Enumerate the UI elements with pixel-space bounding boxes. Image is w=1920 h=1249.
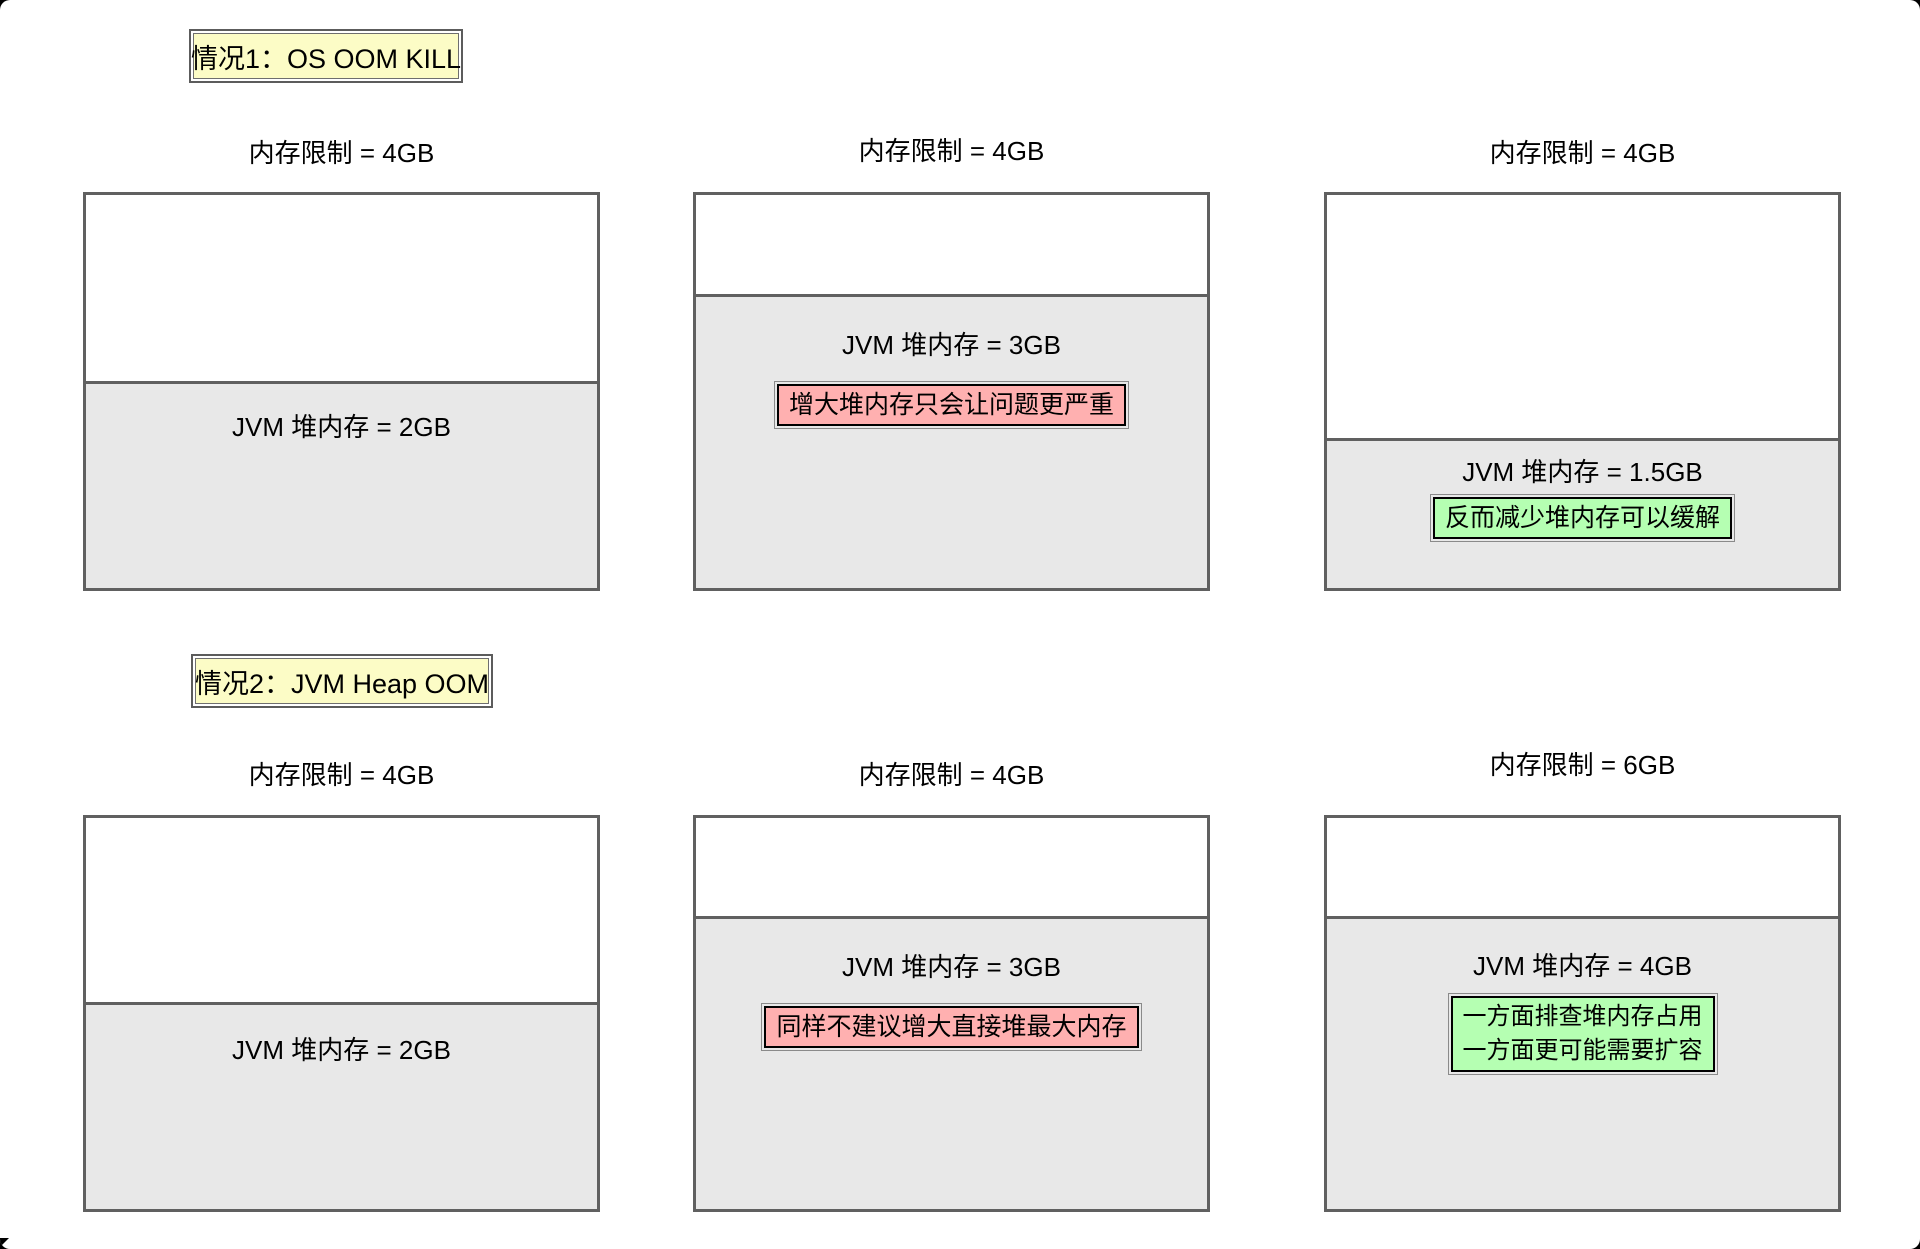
heap-size-label: JVM 堆内存 = 2GB [232,412,451,442]
case2-title-label: 情况2：JVM Heap OOM [194,668,490,699]
free-memory-region [1327,818,1838,916]
memory-box: JVM 堆内存 = 3GB 同样不建议增大直接堆最大内存 [693,815,1210,1212]
heap-size-label: JVM 堆内存 = 4GB [1473,951,1692,981]
heap-size-label: JVM 堆内存 = 1.5GB [1462,457,1703,487]
memory-limit-label: 内存限制 = 4GB [1489,138,1676,168]
memory-box: JVM 堆内存 = 4GB 一方面排查堆内存占用 一方面更可能需要扩容 [1324,815,1841,1212]
heap-size-label: JVM 堆内存 = 3GB [842,952,1061,982]
memory-limit-label: 内存限制 = 4GB [248,760,435,790]
jvm-heap-region: JVM 堆内存 = 2GB [86,381,597,588]
jvm-heap-region: JVM 堆内存 = 3GB 增大堆内存只会让问题更严重 [696,294,1207,588]
callout-line: 同样不建议增大直接堆最大内存 [776,1013,1127,1041]
memory-limit-label: 内存限制 = 6GB [1489,750,1676,780]
memory-limit-label: 内存限制 = 4GB [248,138,435,168]
heap-size-label: JVM 堆内存 = 3GB [842,330,1061,360]
callout-line: 一方面更可能需要扩容 [1462,1037,1703,1064]
memory-box: JVM 堆内存 = 2GB [83,815,600,1212]
memory-limit-label: 内存限制 = 4GB [858,760,1045,790]
free-memory-region [86,818,597,1002]
advice-callout: 一方面排查堆内存占用 一方面更可能需要扩容 [1447,993,1718,1075]
callout-line: 一方面排查堆内存占用 [1462,1003,1703,1030]
callout-line: 反而减少堆内存可以缓解 [1444,504,1720,532]
cursor-artifact [0,1238,9,1247]
jvm-heap-region: JVM 堆内存 = 4GB 一方面排查堆内存占用 一方面更可能需要扩容 [1327,916,1838,1209]
free-memory-region [86,195,597,381]
case2-title-box: 情况2：JVM Heap OOM [191,654,493,708]
jvm-heap-region: JVM 堆内存 = 2GB [86,1002,597,1209]
case1-title-label: 情况1：OS OOM KILL [190,43,462,74]
callout-line: 增大堆内存只会让问题更严重 [788,391,1114,419]
memory-box: JVM 堆内存 = 2GB [83,192,600,591]
free-memory-region [1327,195,1838,438]
memory-limit-label: 内存限制 = 4GB [858,136,1045,166]
heap-size-label: JVM 堆内存 = 2GB [232,1035,451,1065]
free-memory-region [696,195,1207,294]
jvm-heap-region: JVM 堆内存 = 1.5GB 反而减少堆内存可以缓解 [1327,438,1838,588]
warning-callout: 增大堆内存只会让问题更严重 [773,381,1130,429]
memory-box: JVM 堆内存 = 3GB 增大堆内存只会让问题更严重 [693,192,1210,591]
case1-title-box: 情况1：OS OOM KILL [189,29,463,83]
memory-box: JVM 堆内存 = 1.5GB 反而减少堆内存可以缓解 [1324,192,1841,591]
warning-callout: 同样不建议增大直接堆最大内存 [761,1003,1142,1051]
advice-callout: 反而减少堆内存可以缓解 [1429,494,1736,542]
jvm-heap-region: JVM 堆内存 = 3GB 同样不建议增大直接堆最大内存 [696,916,1207,1209]
free-memory-region [696,818,1207,916]
